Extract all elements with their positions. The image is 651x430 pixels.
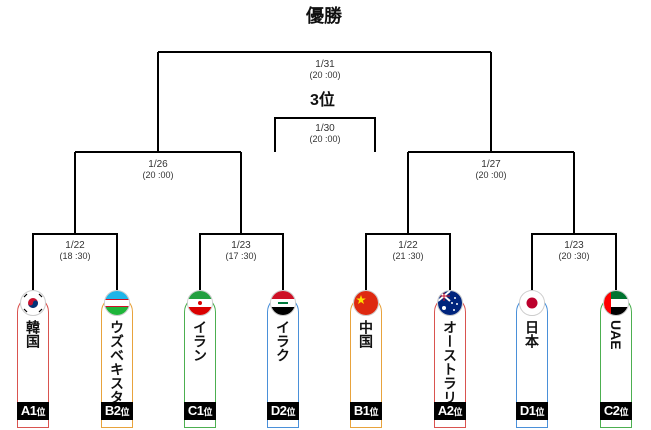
australia-flag-icon bbox=[437, 290, 463, 316]
match-date: 1/22 bbox=[398, 240, 418, 251]
match-date: 1/26 bbox=[148, 159, 168, 170]
iran-flag-icon bbox=[187, 290, 213, 316]
match-date: 1/23 bbox=[231, 240, 251, 251]
bracket-line-sf-left bbox=[75, 52, 241, 153]
china-flag-icon bbox=[353, 290, 379, 316]
korea-flag-icon bbox=[20, 290, 46, 316]
match-time: (21 :30) bbox=[392, 251, 424, 261]
team-iraq: イラク D2位 bbox=[267, 290, 299, 428]
match-qf2: 1/23 (17 :30) bbox=[196, 240, 286, 262]
champion-title: 優勝 bbox=[306, 6, 342, 26]
match-time: (20 :00) bbox=[142, 170, 174, 180]
bracket-line-sf-right bbox=[408, 52, 574, 153]
match-date: 1/27 bbox=[481, 159, 501, 170]
match-third: 1/30 (20 :00) bbox=[280, 123, 370, 145]
team-seed: A1位 bbox=[17, 402, 49, 420]
team-korea: 韓国 A1位 bbox=[17, 290, 49, 428]
team-name: 日本 bbox=[524, 320, 540, 348]
iraq-flag-icon bbox=[270, 290, 296, 316]
team-seed: D2位 bbox=[267, 402, 299, 420]
third-place-title: 3位 bbox=[310, 92, 335, 109]
team-name: UAE bbox=[608, 320, 624, 350]
match-date: 1/23 bbox=[564, 240, 584, 251]
team-seed: A2位 bbox=[434, 402, 466, 420]
team-seed: B2位 bbox=[101, 402, 133, 420]
match-qf4: 1/23 (20 :30) bbox=[529, 240, 619, 262]
team-uae: UAE C2位 bbox=[600, 290, 632, 428]
team-seed: D1位 bbox=[516, 402, 548, 420]
match-qf1: 1/22 (18 :30) bbox=[30, 240, 120, 262]
match-date: 1/22 bbox=[65, 240, 85, 251]
uae-flag-icon bbox=[603, 290, 629, 316]
bracket-line-qf1 bbox=[32, 152, 118, 290]
match-time: (18 :30) bbox=[59, 251, 91, 261]
match-time: (20 :00) bbox=[309, 70, 341, 80]
match-time: (20 :30) bbox=[558, 251, 590, 261]
team-name: ウズベキスタン bbox=[109, 320, 125, 418]
bracket-line-qf3 bbox=[365, 152, 451, 290]
team-seed: B1位 bbox=[350, 402, 382, 420]
match-qf3: 1/22 (21 :30) bbox=[363, 240, 453, 262]
match-sf-left: 1/26 (20 :00) bbox=[113, 159, 203, 181]
team-china: 中国 B1位 bbox=[350, 290, 382, 428]
team-name: イラク bbox=[275, 320, 291, 362]
team-name: オーストラリア bbox=[442, 320, 458, 418]
match-date: 1/30 bbox=[315, 123, 335, 134]
bracket-line-qf4 bbox=[531, 152, 617, 290]
team-name: 中国 bbox=[358, 320, 374, 348]
team-name: 韓国 bbox=[25, 320, 41, 348]
uzbekistan-flag-icon bbox=[104, 290, 130, 316]
team-seed: C2位 bbox=[600, 402, 632, 420]
match-time: (17 :30) bbox=[225, 251, 257, 261]
match-sf-right: 1/27 (20 :00) bbox=[446, 159, 536, 181]
team-seed: C1位 bbox=[184, 402, 216, 420]
match-time: (20 :00) bbox=[309, 134, 341, 144]
bracket-line-third bbox=[274, 117, 376, 152]
match-time: (20 :00) bbox=[475, 170, 507, 180]
team-name: イラン bbox=[192, 320, 208, 362]
japan-flag-icon bbox=[519, 290, 545, 316]
match-date: 1/31 bbox=[315, 59, 335, 70]
team-australia: オーストラリア A2位 bbox=[434, 290, 466, 428]
team-uzbekistan: ウズベキスタン B2位 bbox=[101, 290, 133, 428]
team-iran: イラン C1位 bbox=[184, 290, 216, 428]
bracket-line-qf2 bbox=[199, 152, 284, 290]
match-final: 1/31 (20 :00) bbox=[280, 59, 370, 81]
team-japan: 日本 D1位 bbox=[516, 290, 548, 428]
